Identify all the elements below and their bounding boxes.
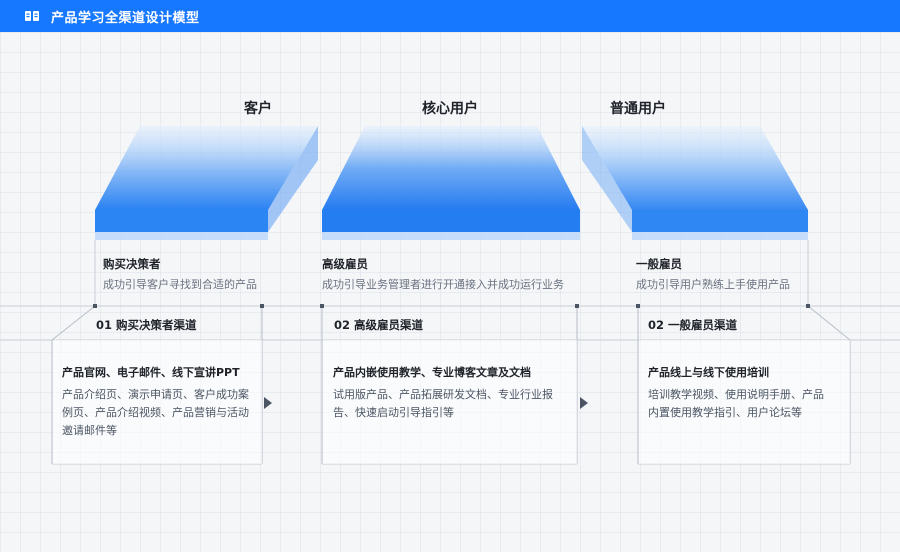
column-title-customer: 客户	[244, 101, 272, 117]
channel-title-customer: 01 购买决策者渠道	[96, 318, 197, 332]
channel-box-normal-user	[639, 340, 850, 464]
slab-customer	[95, 126, 318, 240]
book-icon	[23, 7, 41, 25]
channel-box-core-user	[323, 340, 577, 464]
channel-box-customer	[53, 340, 262, 464]
role-customer: 购买决策者	[103, 257, 161, 271]
column-title-normal-user: 普通用户	[610, 101, 666, 117]
grid-background	[0, 32, 900, 552]
box-title-core-user: 产品内嵌使用教学、专业博客文章及文档	[333, 366, 531, 379]
box-text-core-user: 试用版产品、产品拓展研发文档、专业行业报告、快速启动引导指引等	[333, 388, 553, 419]
role-desc-normal-user: 成功引导用户熟练上手使用产品	[636, 278, 790, 291]
slab-normal-user	[582, 126, 808, 240]
role-desc-customer: 成功引导客户寻找到合适的产品	[103, 278, 257, 291]
column-title-core-user: 核心用户	[422, 101, 478, 117]
channel-title-normal-user: 02 一般雇员渠道	[648, 318, 738, 332]
role-desc-core-user: 成功引导业务管理者进行开通接入并成功运行业务	[322, 278, 564, 291]
page-title: 产品学习全渠道设计模型	[51, 10, 200, 26]
box-title-normal-user: 产品线上与线下使用培训	[648, 366, 769, 379]
box-text-normal-user: 培训教学视频、使用说明手册、产品内置使用教学指引、用户论坛等	[648, 388, 824, 419]
triangle-right-icon	[264, 397, 272, 409]
box-title-customer: 产品官网、电子邮件、线下宣讲PPT	[62, 366, 240, 379]
slab-core-user	[322, 126, 580, 240]
header-bar: 产品学习全渠道设计模型	[0, 0, 900, 32]
role-normal-user: 一般雇员	[636, 257, 682, 271]
channel-title-core-user: 02 高级雇员渠道	[334, 318, 424, 332]
role-core-user: 高级雇员	[322, 257, 368, 271]
triangle-right-icon	[580, 397, 588, 409]
box-text-customer: 产品介绍页、演示申请页、客户成功案例页、产品介绍视频、产品营销与活动邀请邮件等	[62, 388, 249, 437]
